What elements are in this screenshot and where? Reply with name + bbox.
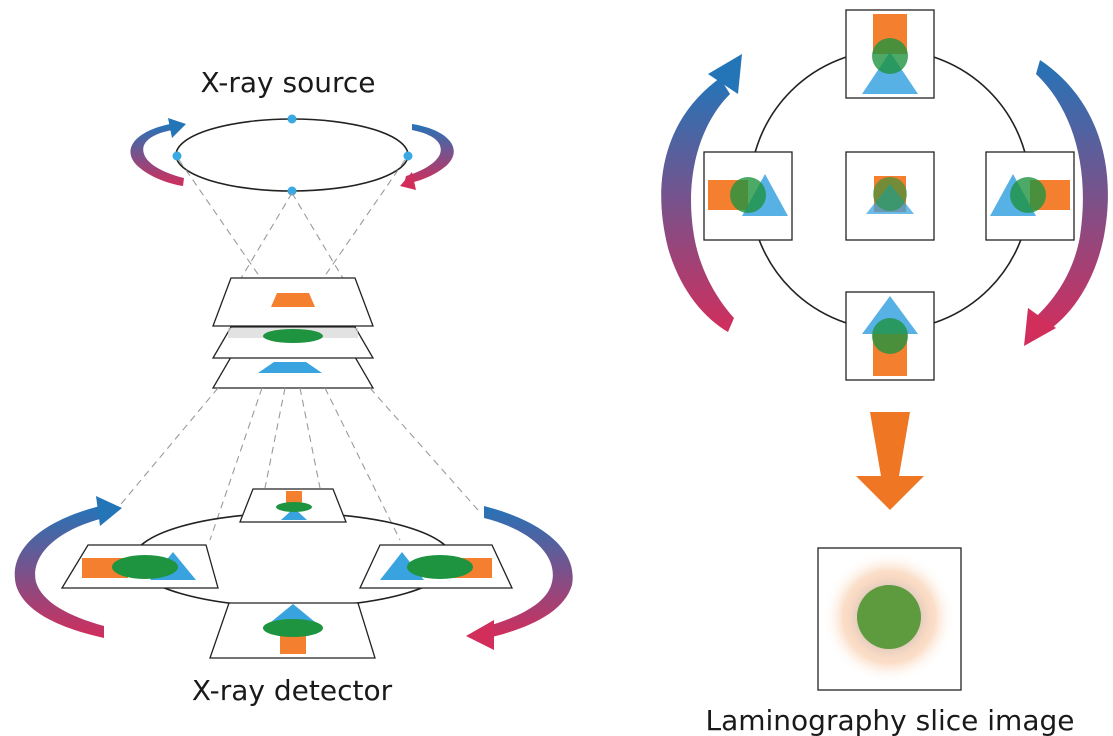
right-panel: Laminography slice image: [661, 9, 1108, 736]
source-dot-back: [287, 114, 297, 124]
source-dot-front: [287, 186, 297, 196]
slice-label: Laminography slice image: [705, 704, 1074, 736]
recon-rotation-arrow-left: [661, 54, 742, 332]
beam-lines-lower: [115, 387, 479, 541]
projection-box-center: [845, 151, 935, 241]
source-orbit: [175, 118, 409, 192]
detector-label: X-ray detector: [192, 674, 393, 707]
projection-box-top: [845, 9, 935, 99]
detector-plate-bottom: [209, 602, 376, 659]
detector-plate-left: [60, 544, 219, 589]
down-arrow-icon: [856, 412, 924, 510]
detector-rotation-arrow-left: [14, 496, 122, 638]
beam-lines-upper: [178, 159, 406, 281]
detector-plate-right: [358, 544, 514, 589]
projection-box-right: [985, 151, 1075, 241]
source-dot-right: [403, 151, 413, 161]
detector-rotation-arrow-right: [466, 506, 573, 650]
object-slices: [211, 277, 375, 389]
source-rotation-arrow-right: [400, 124, 454, 190]
projection-box-bottom: [845, 291, 935, 381]
source-label: X-ray source: [200, 66, 375, 99]
recon-rotation-arrow-right: [1024, 60, 1108, 346]
source-rotation-arrow-left: [130, 118, 186, 186]
detector-plate-top: [239, 488, 347, 523]
projection-box-left: [703, 151, 793, 241]
slice-image: [817, 547, 962, 691]
left-panel: X-ray source: [14, 66, 573, 707]
source-dot-left: [172, 151, 182, 161]
